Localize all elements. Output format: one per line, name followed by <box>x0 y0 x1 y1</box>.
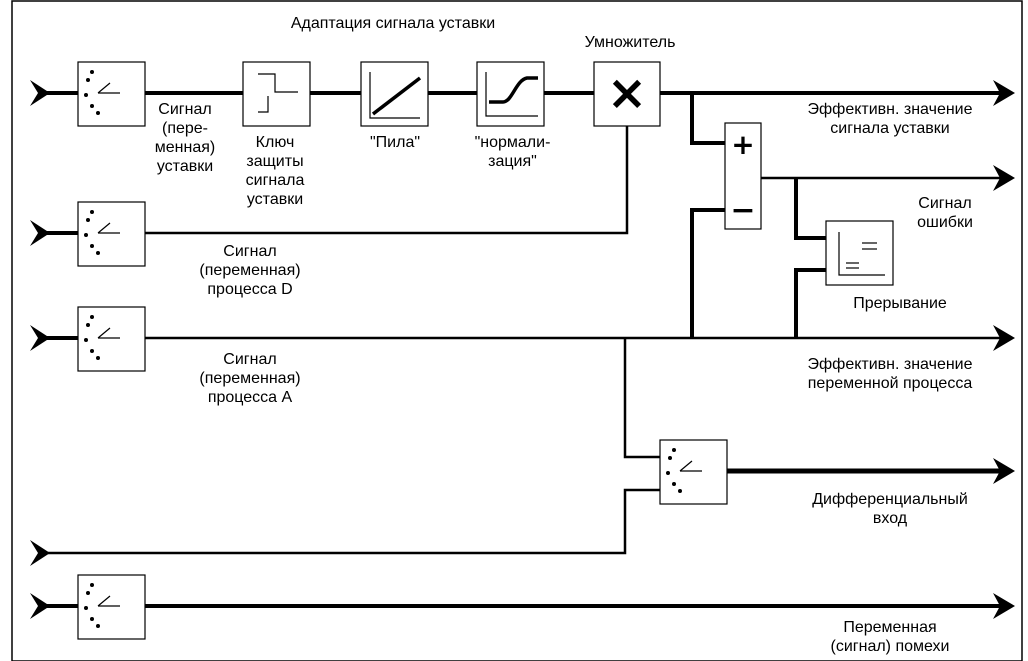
switch-block-disturbance <box>77 574 146 640</box>
label-differential: Дифференциальный вход <box>812 491 968 527</box>
label-effective-process: Эффективн. значение переменной процесса <box>807 356 973 392</box>
label-interrupt: Прерывание <box>853 295 947 312</box>
multiply-symbol: × <box>607 65 647 121</box>
switch-block-process-d <box>77 201 146 267</box>
output-arrow-error-signal <box>993 165 1015 191</box>
protection-key-block <box>242 61 311 127</box>
label-normalization: "нормали- зация" <box>474 134 551 170</box>
summing-junction: + − <box>724 122 762 230</box>
label-effective-setpoint: Эффективн. значение сигнала уставки <box>807 101 973 137</box>
plus-symbol: + <box>731 128 754 161</box>
label-ramp: "Пила" <box>369 134 421 151</box>
label-setpoint-signal: Сигнал (пере- менная) уставки <box>154 101 216 175</box>
interrupt-block <box>825 220 894 286</box>
output-arrow-differential <box>993 458 1015 484</box>
switch-block-setpoint <box>77 61 146 127</box>
output-arrow-effective-process <box>993 325 1015 351</box>
switch-block-differential <box>659 439 728 505</box>
ramp-block <box>360 61 429 127</box>
multiplier-block: × <box>593 61 661 127</box>
output-arrow-disturbance <box>993 593 1015 619</box>
switch-block-process-a <box>77 306 146 372</box>
normalization-block <box>476 61 545 127</box>
label-adaptation: Адаптация сигнала уставки <box>290 15 496 32</box>
label-process-a: Сигнал (переменная) процесса A <box>199 351 301 406</box>
diagram-frame <box>11 0 1023 661</box>
output-arrow-effective-setpoint <box>993 80 1015 106</box>
label-process-d: Сигнал (переменная) процесса D <box>199 243 301 298</box>
label-protection-key: Ключ защиты сигнала уставки <box>245 134 305 208</box>
minus-symbol: − <box>730 193 755 228</box>
label-disturbance: Переменная (сигнал) помехи <box>830 619 950 655</box>
label-error-signal: Сигнал ошибки <box>917 195 973 231</box>
label-multiplier: Умножитель <box>584 34 676 51</box>
